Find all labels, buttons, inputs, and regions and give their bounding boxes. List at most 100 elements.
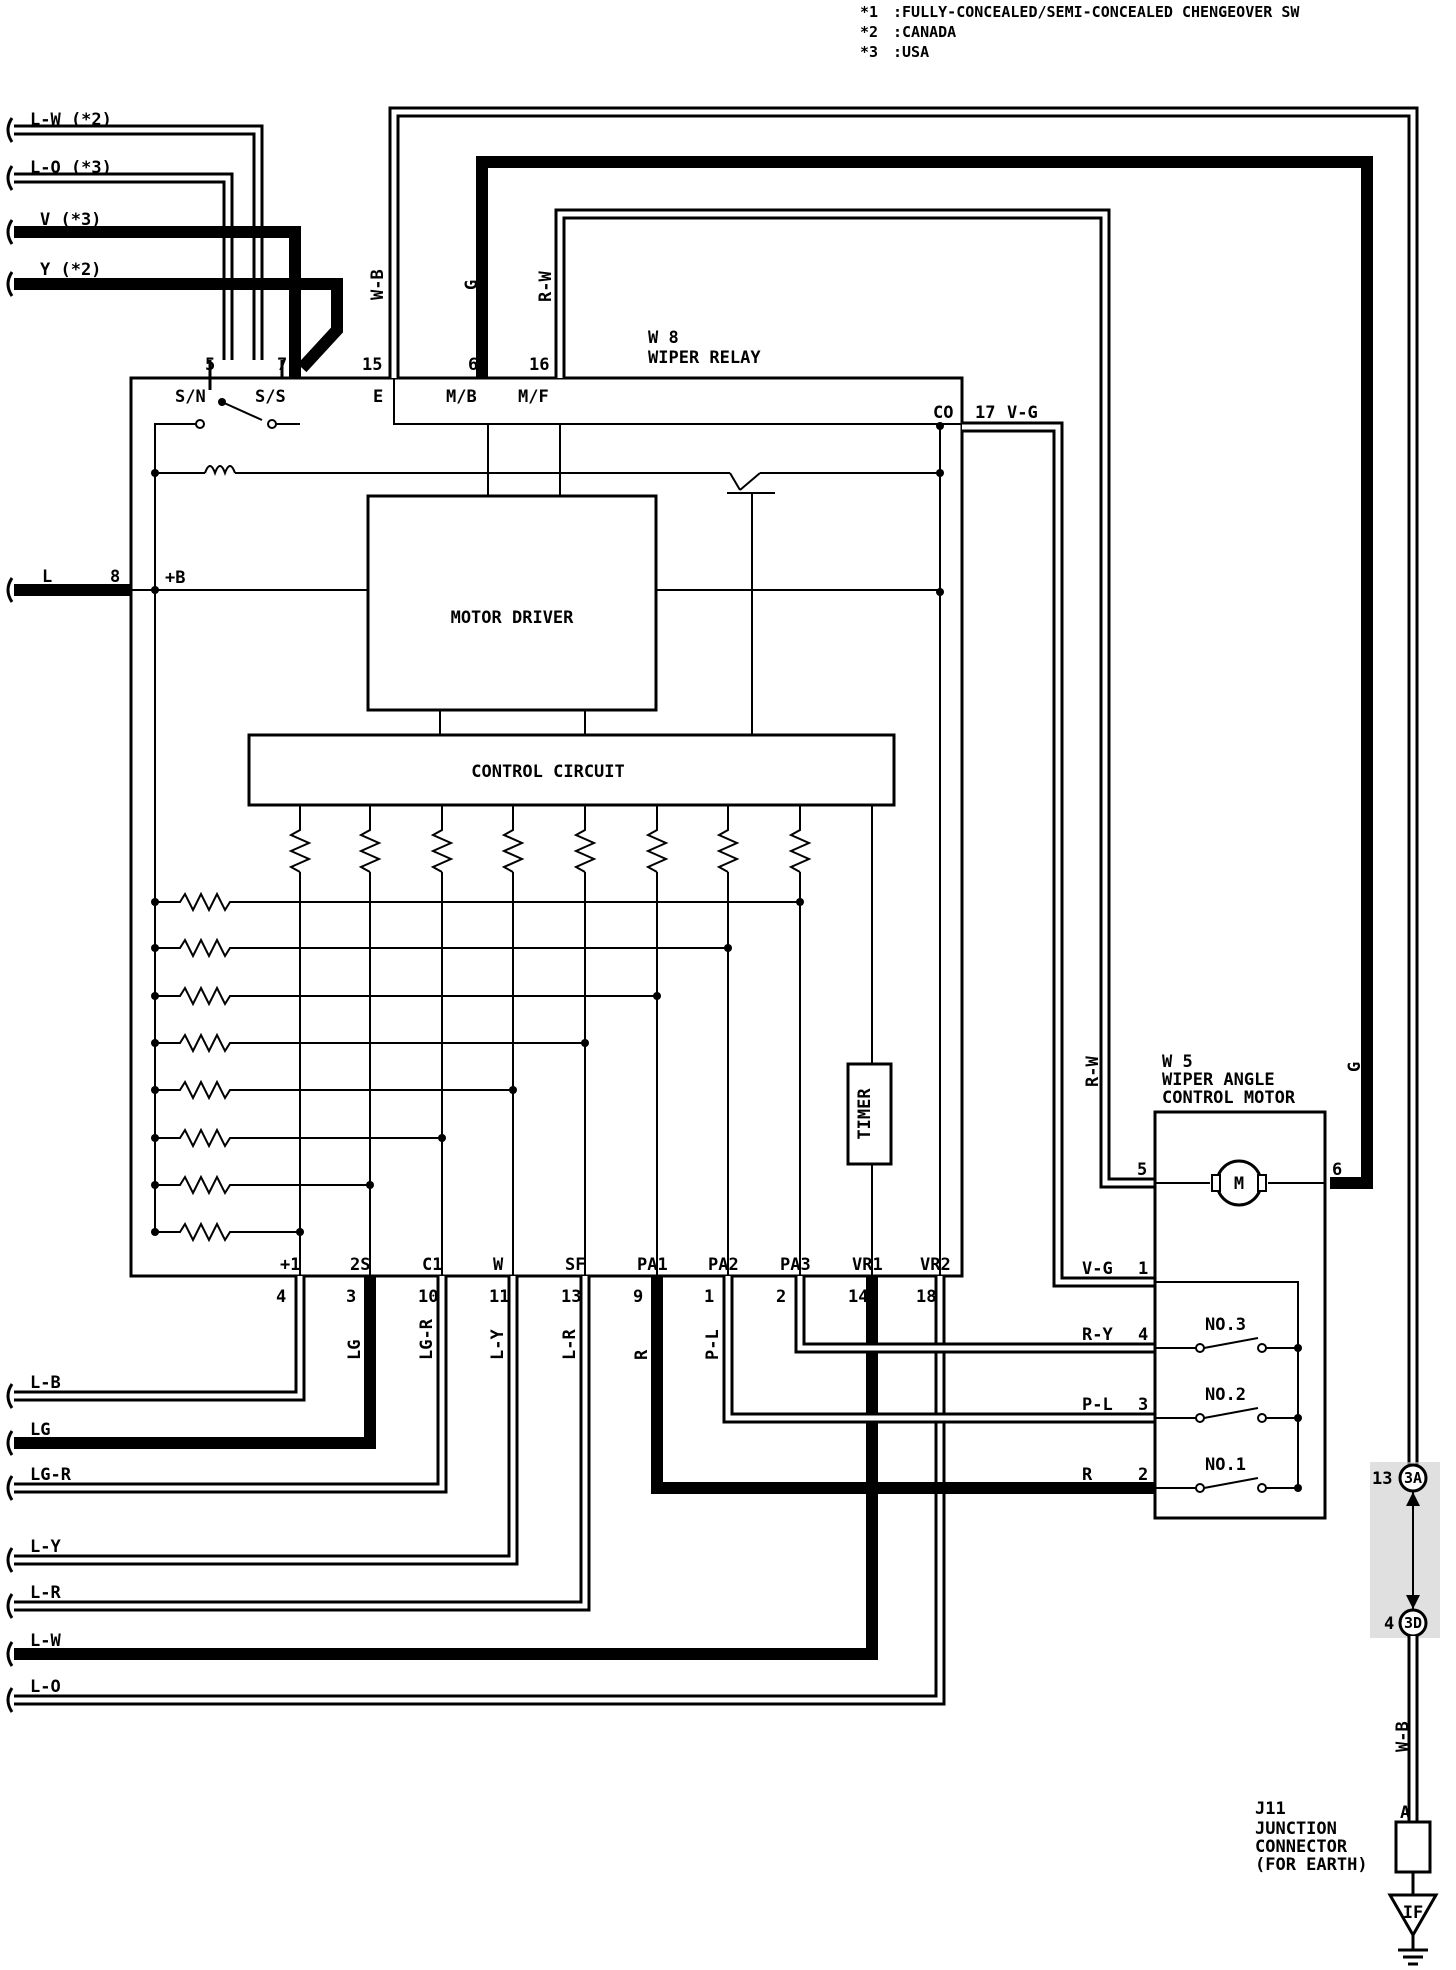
terminal-pin: 14	[848, 1287, 868, 1307]
note-text-2: :CANADA	[893, 23, 956, 41]
label-rw-top: R-W	[536, 271, 556, 302]
note-mark-3: *3	[860, 43, 878, 61]
horizontal-resistor	[155, 985, 657, 1007]
resistor-ladder	[151, 805, 873, 1276]
terminal-pin: 2	[776, 1287, 786, 1307]
conn-3d: 3D	[1404, 1614, 1422, 1632]
terminal-wire-label: L-R	[560, 1329, 580, 1360]
terminal-wire-label: LG	[345, 1340, 365, 1360]
horizontal-resistor	[155, 1174, 370, 1196]
horizontal-resistor	[155, 1221, 300, 1243]
note-mark-2: *2	[860, 23, 878, 41]
terminal-name: PA2	[708, 1255, 739, 1275]
label-vg-co: V-G	[1007, 403, 1038, 423]
vertical-resistor	[501, 805, 525, 873]
pin-6: 6	[468, 355, 478, 375]
notes: *1 :FULLY-CONCEALED/SEMI-CONCEALED CHENG…	[860, 3, 1300, 61]
motor-switch-pin: 2	[1138, 1465, 1148, 1485]
horizontal-resistor	[155, 1079, 513, 1101]
control-circuit-label: CONTROL CIRCUIT	[471, 762, 625, 782]
junction-line-2: CONNECTOR	[1255, 1837, 1348, 1857]
motor-id: W 5	[1162, 1052, 1193, 1072]
label-g-top: G	[462, 280, 482, 290]
wire-lw2: L-W (*2)	[30, 110, 112, 130]
timer-box	[846, 1062, 893, 1166]
changeover-switch	[151, 398, 730, 1230]
terminal-name: SF	[565, 1255, 585, 1275]
relay-id: W 8	[648, 328, 679, 348]
label-rw-side: R-W	[1083, 1056, 1103, 1087]
note-mark-1: *1	[860, 3, 878, 21]
output-wire-label: L-W	[30, 1631, 61, 1651]
transistor	[727, 469, 944, 735]
motor-switch-pin: 4	[1138, 1325, 1148, 1345]
right-wires: W-B G R-W R-W G	[368, 106, 1419, 1470]
wire-lo3: L-O (*3)	[30, 158, 112, 178]
motor-switch-name: NO.2	[1205, 1385, 1246, 1405]
motor-switch-wire: P-L	[1082, 1395, 1113, 1415]
terminal-wire-label: R	[632, 1349, 652, 1360]
horizontal-resistor	[155, 937, 728, 959]
vertical-resistor	[358, 805, 382, 873]
vertical-resistor	[788, 805, 812, 873]
junction-line-3: (FOR EARTH)	[1255, 1855, 1368, 1875]
terminal-name: VR1	[852, 1255, 883, 1275]
note-text-3: :USA	[893, 43, 929, 61]
motor-switch-wire: R	[1082, 1465, 1093, 1485]
terminal-pin: 4	[276, 1287, 286, 1307]
terminal-wire-label: L-Y	[488, 1329, 508, 1360]
terminal-pin: 18	[916, 1287, 936, 1307]
pin-16: 16	[529, 355, 549, 375]
terminal-name: 2S	[350, 1255, 370, 1275]
motor-name-2: CONTROL MOTOR	[1162, 1088, 1296, 1108]
horizontal-resistor	[155, 1032, 585, 1054]
terminal-pin: 13	[561, 1287, 581, 1307]
label-plus-b: +B	[165, 568, 185, 588]
output-wire-label: L-B	[30, 1373, 61, 1393]
terminal-pin: 10	[418, 1287, 438, 1307]
output-wire-label: L-Y	[30, 1537, 61, 1557]
relay-name: WIPER RELAY	[648, 348, 761, 368]
label-wb-top: W-B	[368, 269, 388, 300]
horizontal-resistor	[155, 1127, 442, 1149]
motor-driver-box	[366, 494, 658, 712]
vertical-resistor	[573, 805, 597, 873]
terminal-name: PA1	[637, 1255, 668, 1275]
terminal-name: VR2	[920, 1255, 951, 1275]
vertical-resistor	[645, 805, 669, 873]
note-text-1: :FULLY-CONCEALED/SEMI-CONCEALED CHENGEOV…	[893, 3, 1300, 21]
label-mb: M/B	[446, 387, 477, 407]
control-circuit-box	[247, 733, 896, 807]
earth-connector: 3A 3D 13 4 W-B A J11 JUNCTION CONNECTOR …	[1255, 1462, 1440, 1966]
motor-switch-name: NO.1	[1205, 1455, 1246, 1475]
motor-switch-pin: 1	[1138, 1259, 1148, 1279]
conn-pin-13: 13	[1372, 1469, 1392, 1489]
conn-3a: 3A	[1404, 1469, 1422, 1487]
label-mf: M/F	[518, 387, 549, 407]
vertical-resistor	[430, 805, 454, 873]
label-wb-bottom: W-B	[1393, 1721, 1413, 1752]
wire-y2: Y (*2)	[40, 260, 101, 280]
junction-line-1: JUNCTION	[1255, 1819, 1337, 1839]
label-ss: S/S	[255, 387, 286, 407]
horizontal-resistor	[155, 891, 800, 913]
label-sn: S/N	[175, 387, 206, 407]
earth-id: IF	[1403, 1903, 1423, 1923]
terminal-name: +1	[280, 1255, 300, 1275]
vertical-resistor	[716, 805, 740, 873]
plusb-input: L 8	[6, 567, 940, 603]
relay-top-strip	[393, 377, 963, 425]
left-input-wires: L-W (*2) L-O (*3) V (*3) Y (*2)	[6, 110, 343, 390]
pin-17: 17	[975, 403, 995, 423]
label-g-side: G	[1345, 1062, 1365, 1072]
motor-driver-label: MOTOR DRIVER	[451, 608, 575, 628]
terminal-name: C1	[422, 1255, 442, 1275]
junction-pin-a: A	[1400, 1803, 1410, 1823]
terminal-wire-label: LG-R	[417, 1318, 437, 1360]
vertical-resistor	[288, 805, 312, 873]
motor-switch-wire: R-Y	[1082, 1325, 1113, 1345]
motor-switch-pin: 3	[1138, 1395, 1148, 1415]
motor-pin-5: 5	[1137, 1160, 1147, 1180]
